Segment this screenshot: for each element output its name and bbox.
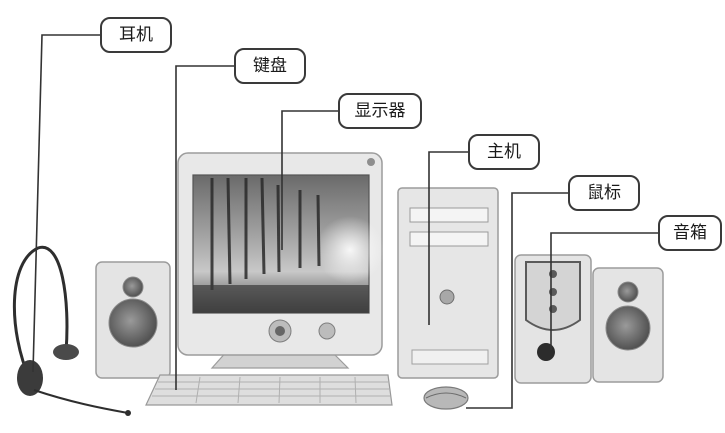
leader-lines (32, 34, 658, 409)
leader-line-host (428, 151, 468, 325)
host-tower (397, 187, 499, 379)
mouse (423, 386, 469, 410)
left-speaker (95, 261, 171, 379)
label-mouse: 鼠标 (568, 175, 640, 211)
label-headset: 耳机 (100, 17, 172, 53)
label-monitor: 显示器 (338, 93, 422, 129)
leader-line-headset (32, 34, 100, 373)
leader-line-mouse (466, 192, 568, 409)
label-keyboard: 键盘 (234, 48, 306, 84)
leader-line-speaker (550, 232, 658, 350)
right-speaker (592, 267, 664, 383)
headset (12, 245, 131, 416)
label-speaker: 音箱 (658, 215, 722, 251)
keyboard (145, 374, 393, 406)
leader-line-keyboard (175, 65, 234, 390)
subwoofer (514, 254, 592, 384)
leader-line-monitor (281, 110, 338, 250)
label-host: 主机 (468, 134, 540, 170)
monitor (177, 152, 384, 369)
